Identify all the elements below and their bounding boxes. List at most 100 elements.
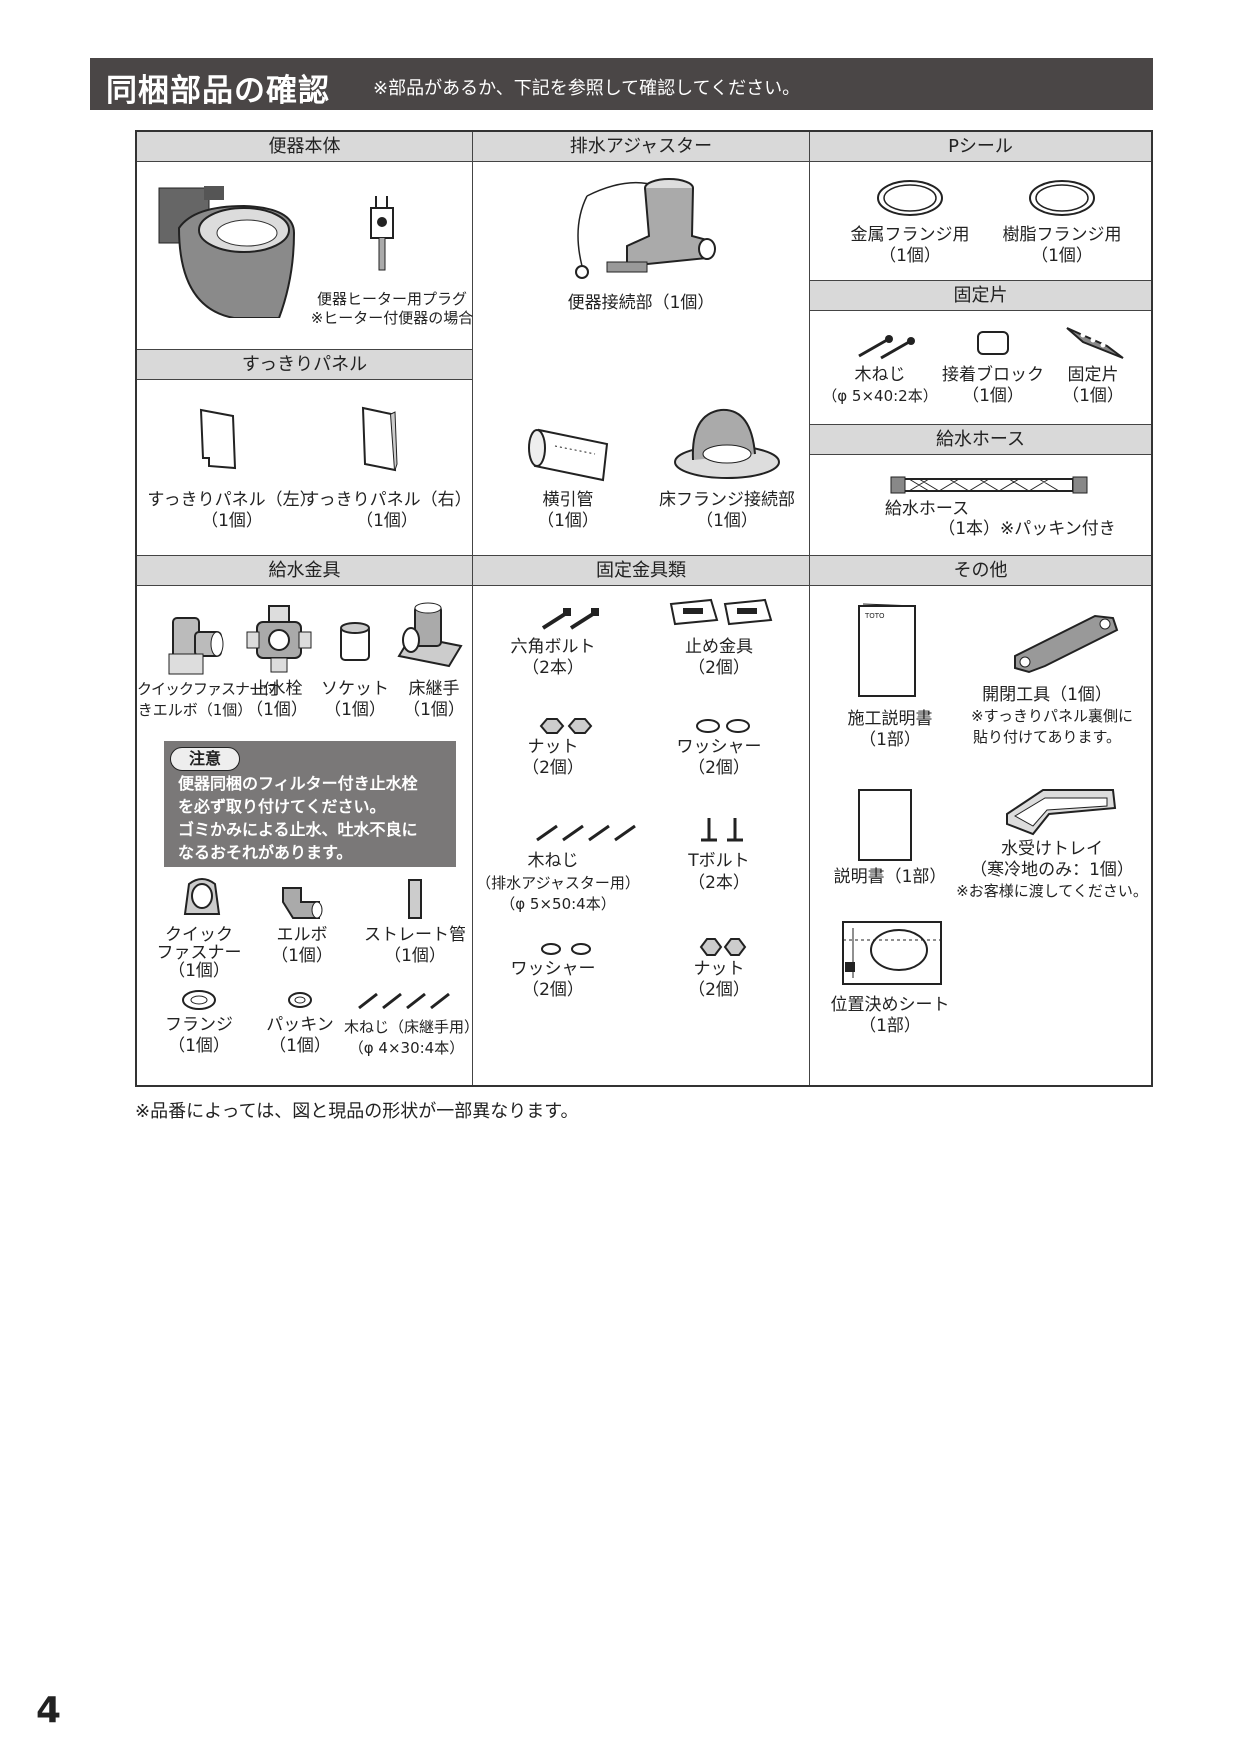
footnote: ※品番によっては、図と現品の形状が一部異なります。 — [135, 1101, 579, 1122]
panel-right-icon — [361, 406, 398, 472]
opening-tool-label: 開閉工具（1個） — [982, 685, 1112, 705]
floor-joint-screw-qty: （φ 4×30:4本） — [348, 1039, 465, 1057]
heater-plug-icon — [370, 196, 394, 271]
flange-qty: （1個） — [168, 1036, 230, 1056]
header-toilet-body: 便器本体 — [137, 132, 472, 162]
water-tray-icon — [1006, 789, 1117, 836]
section-subtitle: ※部品があるか、下記を参照して確認してください。 — [373, 78, 801, 99]
adjuster-wood-screw-use: （排水アジャスター用） — [476, 874, 640, 892]
parts-table: 便器本体 排水アジャスター Pシール 固定片 給水ホース すっきりパネル 給水金… — [135, 130, 1153, 1087]
wood-screw-icon — [858, 335, 915, 360]
straight-pipe-qty: （1個） — [384, 946, 446, 966]
floor-joint-qty: （1個） — [403, 700, 465, 720]
horizontal-pipe-label: 横引管 — [542, 490, 594, 510]
header-fixing-hardware: 固定金具類 — [473, 556, 809, 586]
washer-qty: （2個） — [688, 758, 750, 778]
adjuster-wood-screw-icon — [536, 824, 636, 842]
adjuster-wood-screw-label: 木ねじ — [527, 851, 579, 871]
caution-text: 便器同梱のフィルター付き止水栓 を必ず取り付けてください。 ゴミかみによる止水、… — [178, 774, 418, 862]
adhesive-block-icon — [977, 331, 1009, 355]
quick-elbow-label-1: クイックファスナー付 — [137, 680, 278, 698]
socket-qty: （1個） — [324, 700, 386, 720]
nut-label: ナット — [527, 737, 579, 757]
elbow-icon — [282, 887, 323, 919]
fixing-piece-icon — [1066, 327, 1124, 359]
water-hose-label: 給水ホース — [884, 499, 970, 519]
page-number: 4 — [36, 1690, 62, 1731]
column-divider — [472, 132, 473, 1085]
quick-fastener-icon — [183, 878, 221, 915]
nut-2-qty: （2個） — [688, 980, 750, 1000]
flange-label: フランジ — [165, 1015, 233, 1035]
elbow-qty: （1個） — [271, 946, 333, 966]
panel-right-qty: （1個） — [356, 511, 418, 531]
water-tray-note: ※お客様に渡してください。 — [956, 882, 1148, 900]
manual-label: 説明書（1部） — [833, 867, 947, 887]
panel-left-qty: （1個） — [201, 511, 263, 531]
socket-label: ソケット — [321, 679, 389, 699]
hex-bolt-qty: （2本） — [522, 658, 584, 678]
fixing-piece-qty: （1個） — [1062, 386, 1124, 406]
adhesive-block-qty: （1個） — [962, 386, 1024, 406]
floor-flange-connector-qty: （1個） — [696, 511, 758, 531]
resin-flange-seal-label: 樹脂フランジ用 — [1002, 225, 1122, 245]
opening-tool-icon — [1014, 614, 1119, 674]
quick-fastener-label-2: ファスナー — [156, 943, 242, 963]
fixing-wood-screw-qty: （φ 5×40:2本） — [822, 387, 938, 405]
header-water-hose: 給水ホース — [810, 425, 1151, 455]
nut-icon — [539, 718, 593, 734]
fixing-wood-screw-label: 木ねじ — [854, 365, 906, 385]
washer-icon — [696, 719, 750, 733]
elbow-label: エルボ — [276, 925, 328, 945]
water-tray-label: 水受けトレイ — [1001, 839, 1103, 859]
resin-flange-seal-qty: （1個） — [1031, 246, 1093, 266]
header-p-seal: Pシール — [810, 132, 1151, 162]
nut-qty: （2個） — [522, 758, 584, 778]
toilet-connector-icon — [575, 178, 716, 279]
opening-tool-note-2: 貼り付けてあります。 — [972, 728, 1122, 746]
header-others: その他 — [810, 556, 1151, 586]
t-bolt-icon — [701, 818, 743, 842]
installation-manual-label: 施工説明書 — [847, 709, 933, 729]
toilet-connector-label: 便器接続部（1個） — [567, 293, 715, 313]
positioning-sheet-label: 位置決めシート — [830, 995, 950, 1015]
floor-joint-screw-icon — [358, 992, 450, 1010]
panel-left-label: すっきりパネル（左） — [147, 490, 317, 510]
washer-2-icon — [541, 943, 591, 955]
horizontal-pipe-qty: （1個） — [537, 511, 599, 531]
nut-2-icon — [699, 938, 747, 956]
stopper-label: 止め金具 — [685, 637, 753, 657]
panel-left-icon — [199, 408, 237, 470]
hex-bolt-label: 六角ボルト — [510, 637, 596, 657]
stopper-bracket-icon — [669, 598, 773, 626]
horizontal-pipe-icon — [528, 428, 609, 482]
toilet-body-icon — [158, 186, 296, 318]
row-divider — [810, 424, 1151, 425]
water-hose-icon — [890, 476, 1088, 494]
floor-flange-connector-label: 床フランジ接続部 — [659, 490, 795, 510]
floor-flange-connector-icon — [674, 408, 780, 479]
positioning-sheet-icon — [842, 921, 942, 985]
stop-valve-label: 止水栓 — [251, 679, 303, 699]
header-fixing-piece: 固定片 — [810, 281, 1151, 311]
quick-fastener-label-1: クイック — [165, 925, 233, 945]
stopper-qty: （2個） — [688, 658, 750, 678]
washer-2-qty: （2個） — [522, 980, 584, 1000]
floor-joint-screw-label: 木ねじ（床継手用） — [344, 1018, 480, 1036]
adjuster-wood-screw-qty: （φ 5×50:4本） — [500, 895, 616, 913]
opening-tool-note-1: ※すっきりパネル裏側に — [971, 707, 1133, 725]
resin-flange-seal-icon — [1029, 180, 1095, 216]
socket-icon — [340, 622, 370, 661]
t-bolt-label: Tボルト — [688, 851, 750, 871]
quick-fastener-elbow-icon — [168, 617, 224, 675]
fixing-piece-label: 固定片 — [1067, 365, 1119, 385]
stop-valve-icon — [246, 605, 312, 673]
hex-bolt-icon — [541, 608, 599, 630]
installation-manual-icon: TOTO — [858, 603, 916, 697]
packing-label: パッキン — [266, 1015, 334, 1035]
caution-tag: 注意 — [170, 747, 240, 771]
packing-qty: （1個） — [269, 1036, 331, 1056]
flange-icon — [182, 990, 216, 1010]
positioning-sheet-qty: （1部） — [859, 1016, 921, 1036]
straight-pipe-icon — [408, 879, 422, 919]
